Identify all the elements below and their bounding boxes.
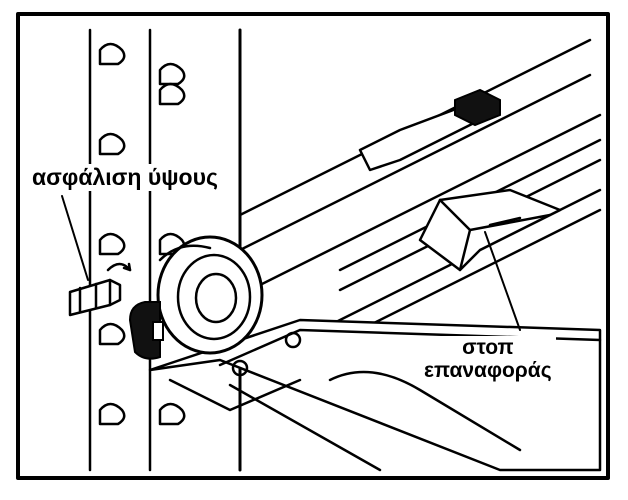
reset-stop-clip	[418, 188, 562, 272]
height-lock-label: ασφάλιση ύψους	[28, 164, 222, 191]
outer-border	[16, 12, 610, 480]
reset-stop-label: στοπ επαναφοράς	[420, 336, 556, 384]
reset-stop-leader	[484, 231, 521, 331]
roller-wheel	[156, 235, 264, 355]
height-lock-clip	[61, 195, 132, 317]
reset-stop-label-line2: επαναφοράς	[424, 359, 552, 382]
upper-stop-block	[454, 88, 501, 127]
reset-stop-label-line1: στοπ	[462, 336, 514, 359]
